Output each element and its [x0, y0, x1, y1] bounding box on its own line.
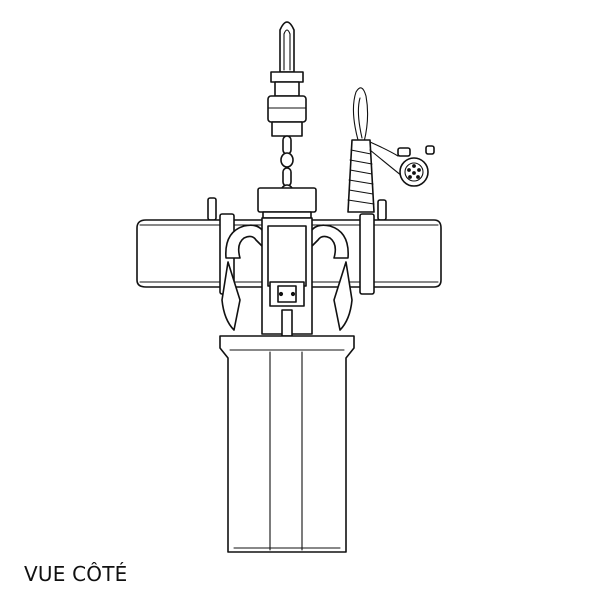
round-connector: [397, 145, 435, 187]
top-studs: [207, 197, 387, 221]
chain-guide: [257, 187, 317, 219]
top-suspension-hook: [267, 21, 307, 137]
side-hooks: [221, 224, 353, 331]
view-caption: VUE CÔTÉ: [24, 562, 128, 586]
chain-box-frame: [261, 217, 313, 337]
control-cable: [347, 87, 403, 213]
chain-bag-body: [219, 335, 355, 553]
